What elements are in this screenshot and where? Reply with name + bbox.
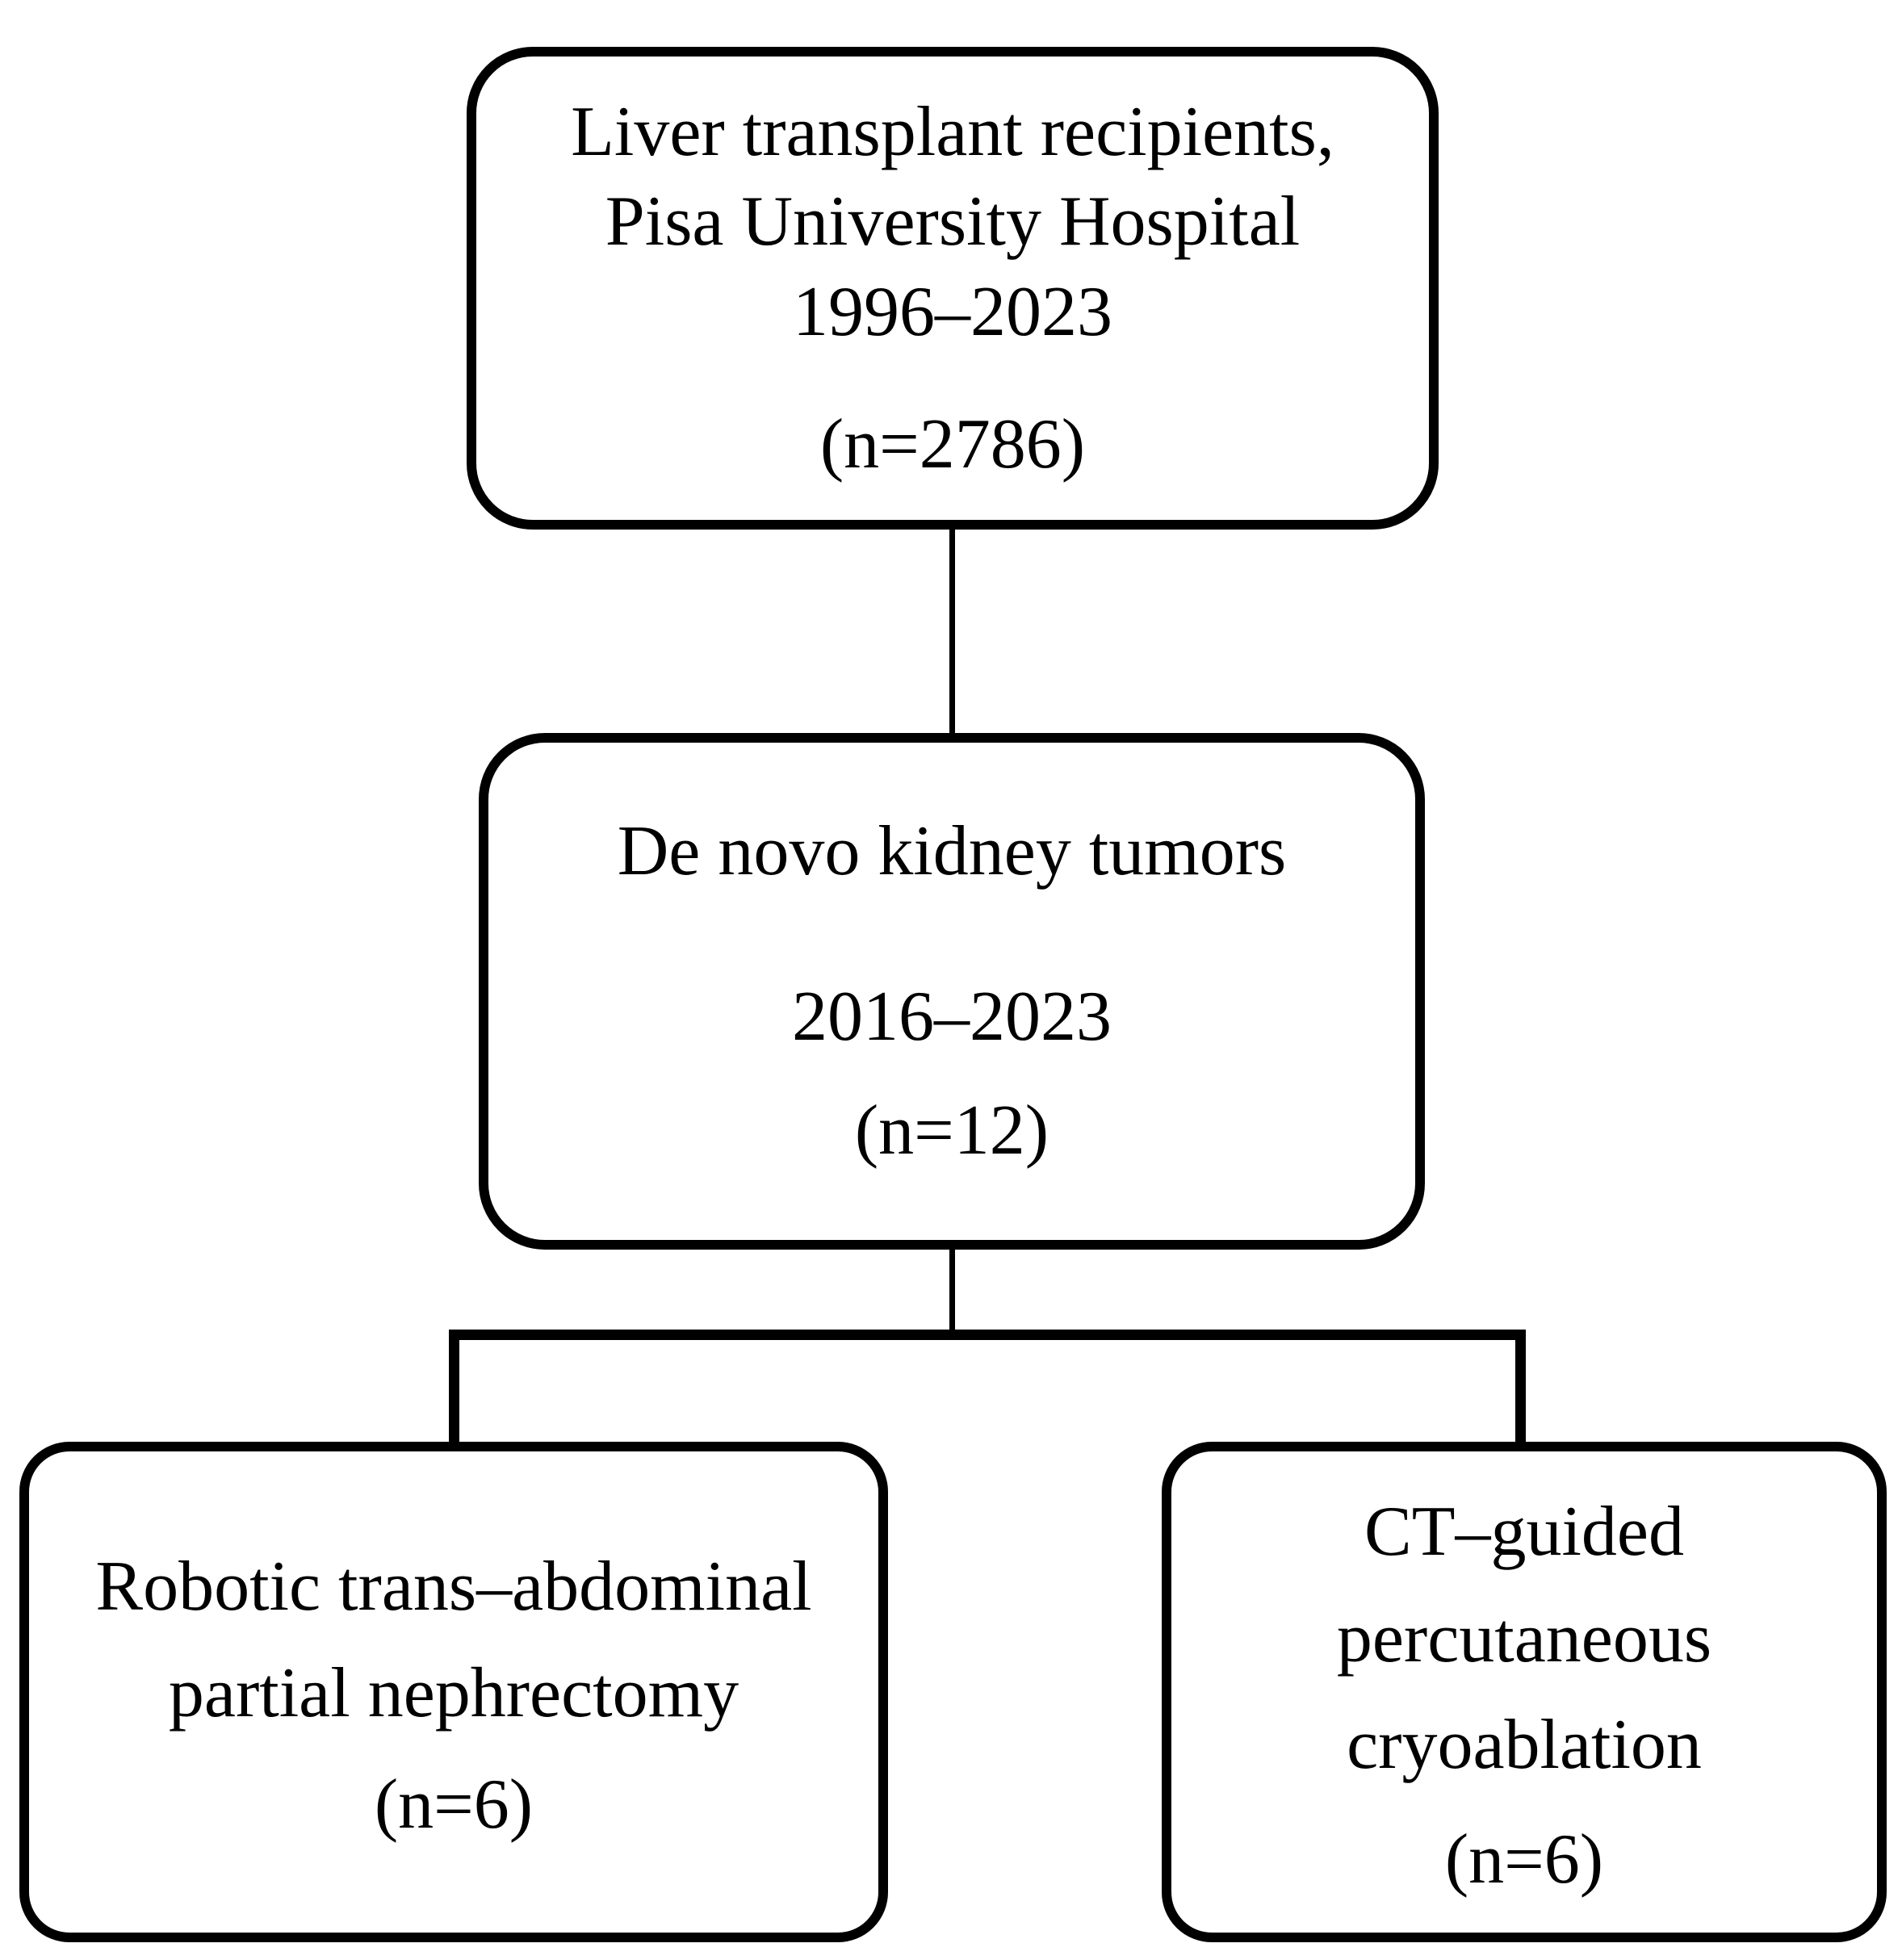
count-label: (n=12): [854, 1091, 1049, 1170]
title-line: 1996–2023: [793, 273, 1112, 351]
connector-top-to-middle: [949, 525, 955, 738]
node-de-novo-kidney-tumors: De novo kidney tumors 2016–2023 (n=12): [479, 733, 1425, 1250]
node-ct-guided-cryoablation: CT–guided percutaneous cryoablation (n=6…: [1162, 1442, 1887, 1942]
title-line: partial nephrectomy: [168, 1654, 739, 1733]
title-line: Pisa University Hospital: [605, 182, 1301, 262]
title-line: De novo kidney tumors: [617, 812, 1287, 891]
branch-drop-right: [1515, 1330, 1526, 1447]
date-range-line: 2016–2023: [792, 978, 1112, 1057]
node-title: Robotic trans–abdominal partial nephrect…: [95, 1534, 811, 1747]
count-label: (n=6): [374, 1765, 534, 1845]
title-line: cryoablation: [1347, 1706, 1702, 1785]
node-title: CT–guided percutaneous cryoablation: [1337, 1479, 1711, 1799]
connector-middle-to-branch: [949, 1245, 955, 1340]
title-line: percutaneous: [1336, 1599, 1712, 1678]
node-liver-transplant-recipients: Liver transplant recipients, Pisa Univer…: [467, 47, 1439, 530]
branch-horizontal-bar: [449, 1330, 1526, 1340]
count-label: (n=2786): [819, 404, 1086, 484]
title-line: Robotic trans–abdominal: [95, 1547, 812, 1627]
count-label: (n=6): [1444, 1820, 1604, 1899]
node-robotic-partial-nephrectomy: Robotic trans–abdominal partial nephrect…: [19, 1442, 888, 1942]
title-line: Liver transplant recipients,: [571, 92, 1334, 171]
branch-drop-left: [449, 1330, 459, 1447]
node-title: Liver transplant recipients, Pisa Univer…: [571, 87, 1334, 358]
title-line: CT–guided: [1364, 1493, 1684, 1572]
